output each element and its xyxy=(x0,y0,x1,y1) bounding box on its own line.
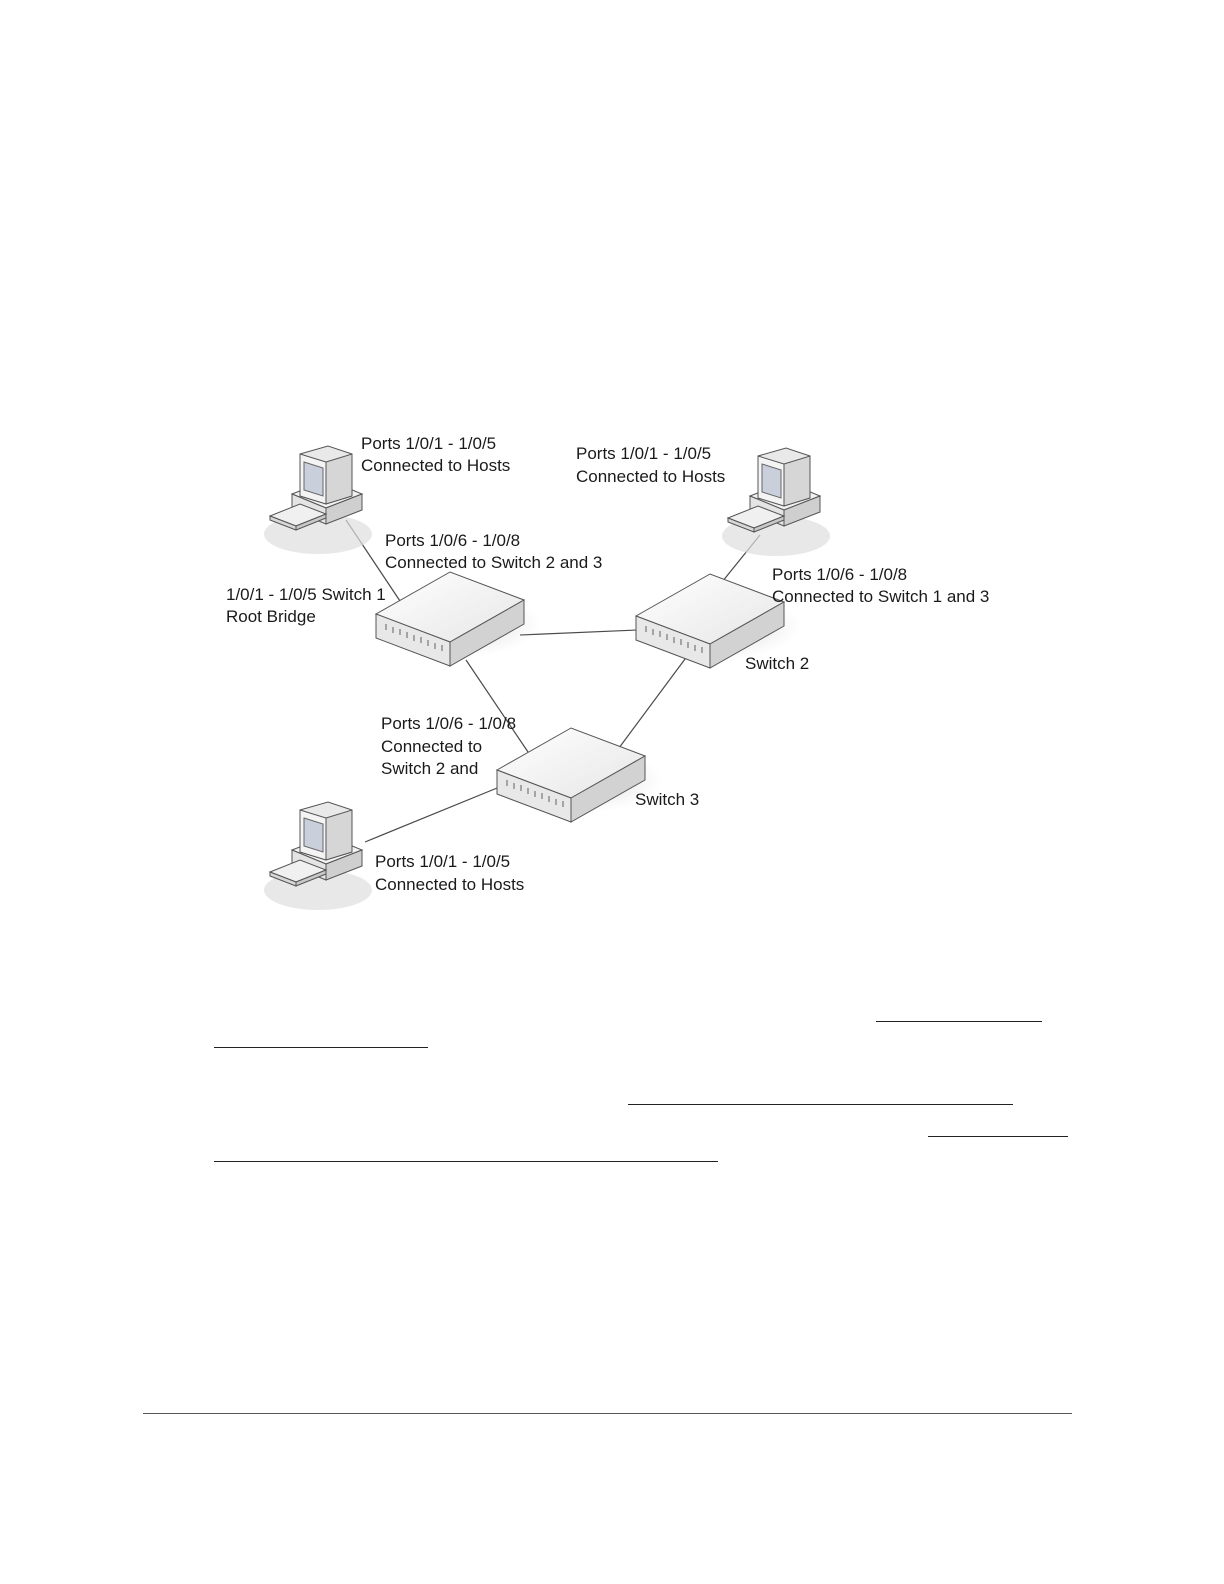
label-line: Connected to Hosts xyxy=(375,875,524,894)
footer-divider xyxy=(143,1413,1072,1414)
switch-1-hosts-label: Ports 1/0/1 - 1/0/5 Connected to Hosts xyxy=(361,434,510,475)
label-line: Ports 1/0/6 - 1/0/8 xyxy=(772,565,907,584)
switch-3-name-label: Switch 3 xyxy=(635,790,699,809)
label-line: Ports 1/0/1 - 1/0/5 xyxy=(576,444,711,463)
label-line: Connected to xyxy=(381,737,482,756)
label-line: Ports 1/0/1 - 1/0/5 xyxy=(375,852,510,871)
network-topology-diagram: Ports 1/0/1 - 1/0/5 Connected to Hosts P… xyxy=(226,434,989,911)
label-line: Connected to Hosts xyxy=(361,456,510,475)
underline-rule-3 xyxy=(628,1104,1013,1105)
label-line: Ports 1/0/6 - 1/0/8 xyxy=(381,714,516,733)
label-line: Switch 2 and xyxy=(381,759,478,778)
label-line: Connected to Hosts xyxy=(576,467,725,486)
label-line: Connected to Switch 2 and 3 xyxy=(385,553,602,572)
link-switch1-switch3 xyxy=(465,659,529,753)
switch-2-hosts-label: Ports 1/0/1 - 1/0/5 Connected to Hosts xyxy=(576,444,725,486)
underline-rule-2 xyxy=(214,1047,428,1048)
underline-rule-4 xyxy=(928,1136,1068,1137)
switch-2-uplink-label: Ports 1/0/6 - 1/0/8 Connected to Switch … xyxy=(772,565,989,606)
link-pc3-switch3 xyxy=(364,785,503,843)
switch-2-name-label: Switch 2 xyxy=(745,654,809,673)
label-line: Connected to Switch 1 and 3 xyxy=(772,587,989,606)
label-line: Ports 1/0/6 - 1/0/8 xyxy=(385,531,520,550)
switch-1-icon xyxy=(369,571,543,667)
host-computer-1-icon xyxy=(263,445,373,555)
switch-1-name-label: 1/0/1 - 1/0/5 Switch 1 Root Bridge xyxy=(226,585,386,626)
label-line: 1/0/1 - 1/0/5 Switch 1 xyxy=(226,585,386,604)
link-switch1-switch2 xyxy=(519,629,639,636)
switch-1-uplink-label: Ports 1/0/6 - 1/0/8 Connected to Switch … xyxy=(385,531,602,572)
host-computer-2-icon xyxy=(721,447,831,557)
underline-rule-1 xyxy=(876,1021,1042,1022)
label-line: Ports 1/0/1 - 1/0/5 xyxy=(361,434,496,453)
host-computer-3-icon xyxy=(263,801,373,911)
switch-3-hosts-label: Ports 1/0/1 - 1/0/5 Connected to Hosts xyxy=(375,852,524,894)
underline-rule-5 xyxy=(214,1161,718,1162)
switch-3-uplink-label: Ports 1/0/6 - 1/0/8 Connected to Switch … xyxy=(381,714,516,778)
link-switch2-switch3 xyxy=(615,654,689,753)
label-line: Root Bridge xyxy=(226,607,316,626)
